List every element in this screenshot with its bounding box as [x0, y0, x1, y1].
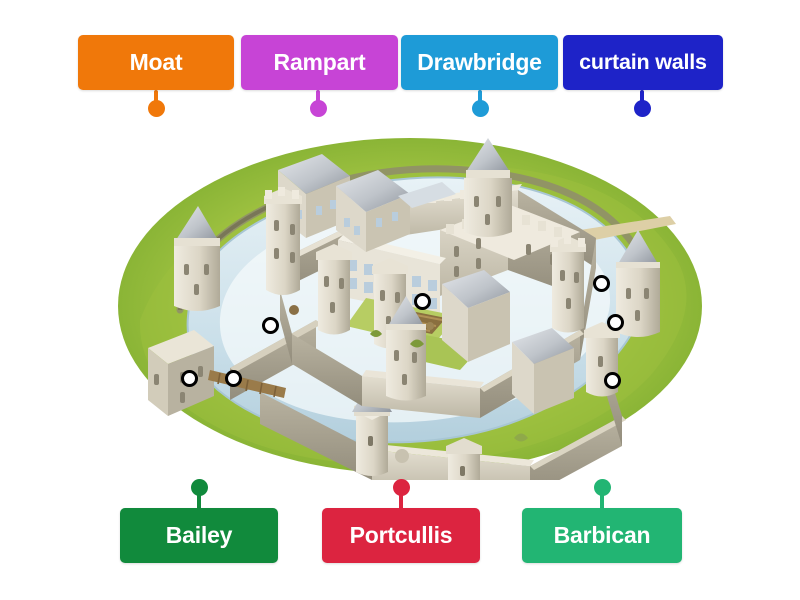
- connector-dot-drawbridge: [472, 100, 489, 117]
- target-marker-7[interactable]: [604, 372, 621, 389]
- label-portcullis[interactable]: Portcullis: [322, 508, 480, 563]
- label-barbican-text: Barbican: [553, 522, 651, 548]
- scene-details: [289, 305, 528, 463]
- label-drawbridge[interactable]: Drawbridge: [401, 35, 558, 90]
- connector-dot-moat: [148, 100, 165, 117]
- pitched-roof-buildings: [278, 154, 456, 252]
- castle-illustration-svg: [118, 138, 702, 480]
- label-curtain-walls[interactable]: curtain walls: [563, 35, 723, 90]
- label-drawbridge-text: Drawbridge: [417, 49, 542, 75]
- label-curtain-walls-text: curtain walls: [579, 49, 707, 74]
- label-rampart-text: Rampart: [273, 49, 366, 75]
- target-marker-2[interactable]: [262, 317, 279, 334]
- label-rampart[interactable]: Rampart: [241, 35, 398, 90]
- label-moat-text: Moat: [129, 49, 183, 75]
- connector-line-drawbridge: [478, 90, 482, 104]
- connector-line-barbican: [600, 492, 604, 510]
- connector-line-bailey: [197, 492, 201, 510]
- connector-line-rampart: [316, 90, 320, 104]
- label-barbican[interactable]: Barbican: [522, 508, 682, 563]
- connector-dot-bailey: [191, 479, 208, 496]
- target-marker-3[interactable]: [181, 370, 198, 387]
- connector-line-curtain-walls: [640, 90, 644, 104]
- connector-dot-barbican: [594, 479, 611, 496]
- label-bailey[interactable]: Bailey: [120, 508, 278, 563]
- target-marker-1[interactable]: [414, 293, 431, 310]
- target-marker-4[interactable]: [225, 370, 242, 387]
- connector-line-portcullis: [399, 492, 403, 510]
- connector-dot-portcullis: [393, 479, 410, 496]
- connector-line-moat: [154, 90, 158, 104]
- label-moat[interactable]: Moat: [78, 35, 234, 90]
- target-marker-5[interactable]: [593, 275, 610, 292]
- label-bailey-text: Bailey: [165, 522, 233, 548]
- castle-illustration: [110, 120, 710, 480]
- label-portcullis-text: Portcullis: [349, 522, 453, 548]
- connector-dot-curtain-walls: [634, 100, 651, 117]
- connector-dot-rampart: [310, 100, 327, 117]
- target-marker-6[interactable]: [607, 314, 624, 331]
